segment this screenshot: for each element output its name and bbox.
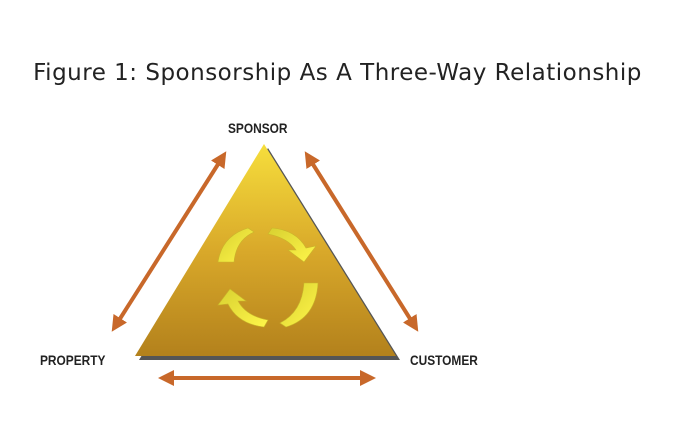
- figure-title: Figure 1: Sponsorship As A Three-Way Rel…: [33, 60, 642, 86]
- node-label-sponsor: SPONSOR: [228, 120, 288, 136]
- node-label-customer: CUSTOMER: [410, 352, 478, 368]
- arrow-sponsor-customer: [304, 151, 419, 332]
- node-label-property: PROPERTY: [40, 352, 106, 368]
- arrow-property-sponsor: [111, 151, 227, 332]
